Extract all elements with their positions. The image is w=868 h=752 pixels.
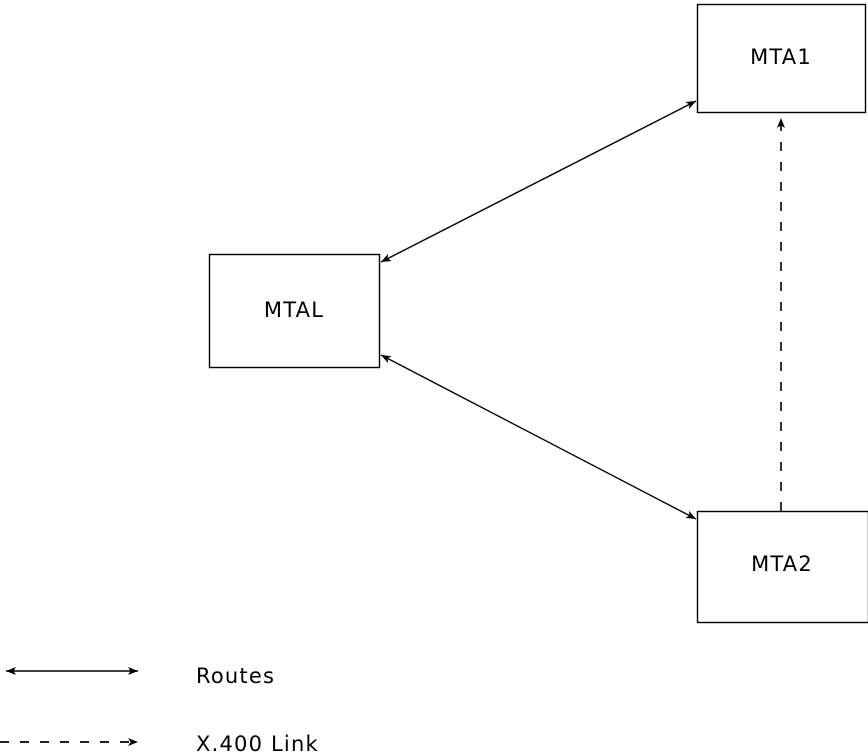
legend-x400-link-label: X.400 Link: [196, 732, 319, 752]
node-mta1[interactable]: MTA1: [696, 3, 867, 114]
edge-mtal-mta1-routes: [380, 100, 697, 263]
node-mta2[interactable]: MTA2: [696, 510, 868, 624]
legend-item-x400-link: X.400 Link: [0, 732, 319, 752]
node-mta2-box[interactable]: [696, 510, 868, 624]
legend: Routes X.400 Link: [0, 664, 319, 752]
legend-routes-label: Routes: [196, 664, 275, 688]
node-mtal-label: MTAL: [264, 298, 324, 322]
edge-mtal-mta2-routes: [380, 354, 697, 520]
node-mta1-box[interactable]: [696, 3, 867, 114]
node-mtal-box[interactable]: [208, 253, 381, 369]
legend-item-routes: Routes: [6, 664, 275, 688]
edge-group: [380, 100, 785, 520]
node-mta2-label: MTA2: [751, 552, 813, 576]
node-mta1-label: MTA1: [750, 45, 812, 69]
node-mtal[interactable]: MTAL: [208, 253, 381, 369]
